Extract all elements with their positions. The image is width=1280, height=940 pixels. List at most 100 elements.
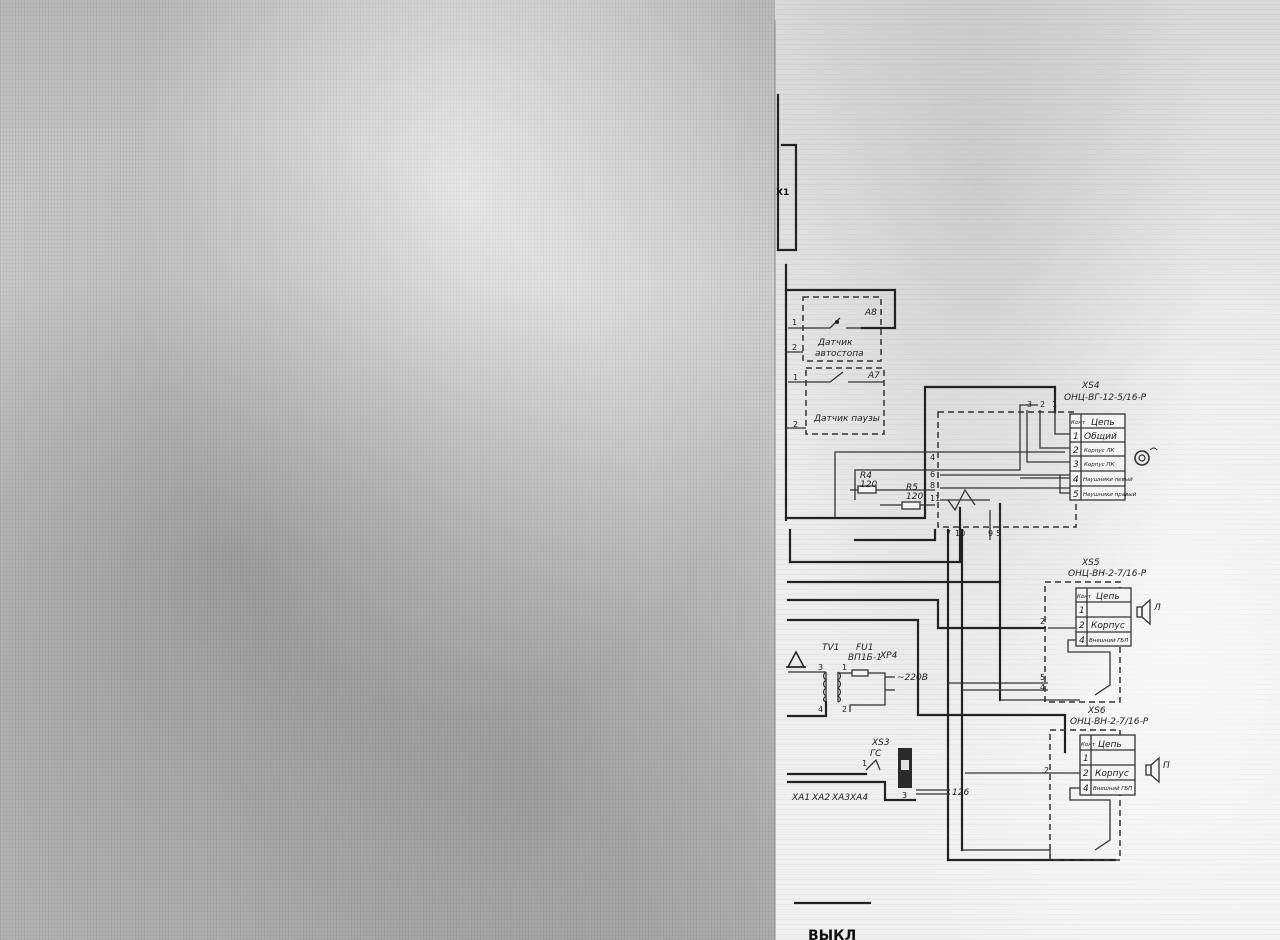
svg-text:120: 120 bbox=[906, 492, 923, 502]
svg-text:2: 2 bbox=[792, 343, 797, 352]
xs3-ref: XS3 bbox=[871, 738, 890, 748]
svg-text:11: 11 bbox=[930, 494, 940, 503]
svg-text:Конт: Конт bbox=[1081, 742, 1096, 748]
svg-text:3: 3 bbox=[1073, 460, 1079, 470]
svg-text:5: 5 bbox=[1040, 673, 1045, 682]
connector-xs4: XS4 ОНЦ-ВГ-12-5/16-Р 3 2 1 Конт Цепь 1 О… bbox=[1020, 381, 1147, 501]
warning-icon bbox=[786, 650, 806, 668]
svg-text:1: 1 bbox=[842, 663, 847, 672]
svg-text:ХА1: ХА1 bbox=[791, 793, 810, 803]
svg-text:Цепь: Цепь bbox=[1098, 740, 1122, 750]
xs4-part: ОНЦ-ВГ-12-5/16-Р bbox=[1064, 393, 1147, 403]
svg-text:Наушники правый: Наушники правый bbox=[1083, 492, 1137, 498]
resistor-r4: R4 120 bbox=[850, 471, 935, 494]
svg-text:1: 1 bbox=[793, 373, 798, 382]
bottom-label: ВЫКЛ bbox=[808, 928, 856, 940]
svg-text:7: 7 bbox=[946, 529, 951, 538]
a8-label-1: Датчик bbox=[817, 338, 853, 348]
xs5-part: ОНЦ-ВН-2-7/16-Р bbox=[1068, 569, 1147, 579]
fu1-part: ВП1Б-1 bbox=[848, 653, 882, 663]
fu1-ref: FU1 bbox=[856, 643, 874, 653]
svg-text:2: 2 bbox=[1073, 446, 1079, 456]
svg-text:R4: R4 bbox=[860, 471, 872, 481]
svg-text:Л: Л bbox=[1153, 603, 1161, 613]
a7-ref: A7 bbox=[867, 371, 880, 381]
power-section: TV1 3 4 1 2 FU1 ВП1Б-1 XP4 ~220В bbox=[786, 643, 928, 718]
a8-ref: A8 bbox=[864, 308, 877, 318]
svg-text:2: 2 bbox=[1079, 621, 1085, 631]
xa-contacts: ХА1 ХА2 ХА3 ХА4 bbox=[791, 793, 868, 803]
svg-text:Внешний ГБП: Внешний ГБП bbox=[1093, 786, 1132, 792]
left-bus: X1 bbox=[776, 93, 798, 522]
wire-126: 126 bbox=[952, 788, 969, 798]
headphones-icon bbox=[1134, 447, 1158, 466]
svg-text:2: 2 bbox=[1040, 400, 1045, 409]
svg-text:120: 120 bbox=[860, 480, 877, 490]
svg-text:ХА2: ХА2 bbox=[811, 793, 830, 803]
svg-text:П: П bbox=[1163, 761, 1170, 771]
xs4-ref: XS4 bbox=[1081, 381, 1100, 391]
svg-text:3: 3 bbox=[1027, 400, 1032, 409]
a8-label-2: автостопа bbox=[815, 349, 864, 359]
svg-text:1: 1 bbox=[1052, 400, 1057, 409]
xs6-ref: XS6 bbox=[1087, 706, 1106, 716]
svg-text:Корпус: Корпус bbox=[1095, 769, 1129, 779]
svg-text:R5: R5 bbox=[906, 483, 918, 493]
sensor-a8: 1 2 A8 Датчик автостопа bbox=[784, 288, 897, 362]
svg-text:Конт: Конт bbox=[1077, 594, 1092, 600]
svg-text:Наушники левый: Наушники левый bbox=[1083, 477, 1133, 483]
svg-text:Внешний ГБЛ: Внешний ГБЛ bbox=[1089, 638, 1128, 644]
xs6-part: ОНЦ-ВН-2-7/16-Р bbox=[1070, 717, 1149, 727]
svg-text:Общий: Общий bbox=[1084, 432, 1117, 442]
svg-text:4: 4 bbox=[818, 705, 823, 714]
svg-text:ХА4: ХА4 bbox=[849, 793, 868, 803]
speaker-left-icon: Л bbox=[1136, 598, 1161, 626]
main-wiring bbox=[784, 385, 1117, 862]
svg-text:2: 2 bbox=[842, 705, 847, 714]
svg-text:5: 5 bbox=[996, 529, 1001, 538]
svg-text:4: 4 bbox=[1040, 683, 1045, 692]
svg-text:1: 1 bbox=[1083, 754, 1089, 764]
svg-text:8: 8 bbox=[930, 481, 935, 490]
svg-text:Корпус ПК: Корпус ПК bbox=[1084, 462, 1116, 468]
xs3-sub: ГС bbox=[870, 749, 882, 759]
xs5-ref: XS5 bbox=[1081, 558, 1100, 568]
svg-text:Корпус ЛК: Корпус ЛК bbox=[1084, 448, 1116, 454]
xp4-ref: XP4 bbox=[879, 651, 898, 661]
tv1-ref: TV1 bbox=[822, 643, 839, 653]
svg-text:1: 1 bbox=[1073, 432, 1079, 442]
speaker-right-icon: П bbox=[1145, 756, 1170, 784]
svg-text:Конт: Конт bbox=[1071, 420, 1086, 426]
svg-text:1: 1 bbox=[862, 759, 867, 768]
connector-xs3: XS3 ГС 1 3 126 bbox=[786, 738, 969, 802]
resistor-r5: R5 120 bbox=[880, 483, 935, 510]
svg-text:Корпус: Корпус bbox=[1091, 621, 1125, 631]
svg-text:4: 4 bbox=[930, 453, 935, 462]
svg-text:Цепь: Цепь bbox=[1091, 418, 1115, 428]
connector-xs5: XS5 ОНЦ-ВН-2-7/16-Р Конт Цепь 1 2 Корпус… bbox=[1040, 558, 1147, 703]
svg-text:ХА3: ХА3 bbox=[831, 793, 850, 803]
a7-label: Датчик паузы bbox=[813, 414, 880, 424]
svg-text:9: 9 bbox=[988, 529, 993, 538]
svg-text:4: 4 bbox=[1083, 784, 1089, 794]
svg-text:5: 5 bbox=[1073, 490, 1079, 500]
connector-xs6: XS6 ОНЦ-ВН-2-7/16-Р Конт Цепь 1 2 Корпус… bbox=[1044, 706, 1149, 861]
svg-text:6: 6 bbox=[930, 470, 935, 479]
sensor-a7: 1 2 A7 Датчик паузы bbox=[786, 367, 885, 435]
switch-block: 4 6 8 11 7 10 9 5 bbox=[930, 411, 1077, 540]
svg-text:4: 4 bbox=[1073, 475, 1079, 485]
svg-text:Цепь: Цепь bbox=[1096, 592, 1120, 602]
svg-text:1: 1 bbox=[792, 318, 797, 327]
svg-text:10: 10 bbox=[955, 529, 965, 538]
svg-text:2: 2 bbox=[1040, 617, 1045, 626]
svg-text:2: 2 bbox=[1083, 769, 1089, 779]
svg-text:3: 3 bbox=[902, 791, 907, 800]
svg-text:2: 2 bbox=[793, 420, 798, 429]
x1-label: X1 bbox=[776, 188, 789, 198]
svg-text:4: 4 bbox=[1079, 636, 1085, 646]
xp4-voltage: ~220В bbox=[897, 673, 928, 683]
svg-text:1: 1 bbox=[1079, 606, 1085, 616]
svg-text:2: 2 bbox=[1044, 766, 1049, 775]
scan-left-half bbox=[0, 0, 775, 940]
